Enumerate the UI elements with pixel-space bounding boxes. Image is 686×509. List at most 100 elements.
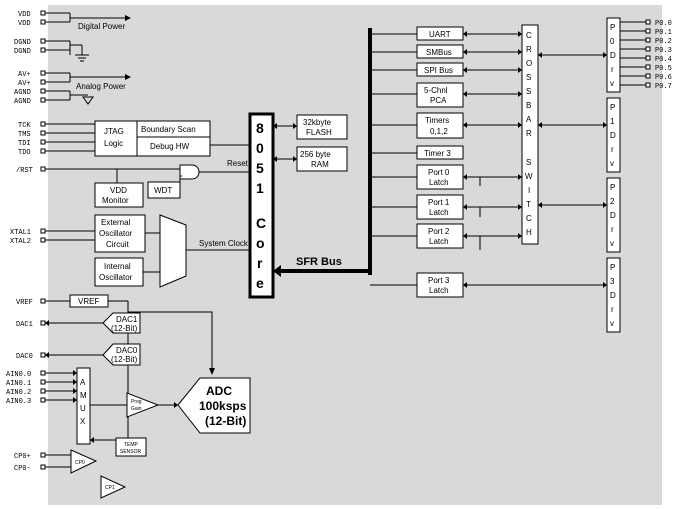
ram-label-2: RAM — [311, 160, 329, 169]
crossbar-char-8: S — [526, 158, 531, 167]
flash-label-2: FLASH — [306, 128, 332, 137]
dac1-shape — [102, 312, 141, 334]
timer3-box — [416, 145, 464, 160]
core-char-7: e — [256, 275, 264, 291]
jtag-section: TCK TMS TDI TDO JTAG Logic Boundary Scan… — [18, 120, 250, 157]
ext-osc-label-2: Oscillator — [99, 229, 133, 238]
core-char-3: 1 — [256, 180, 264, 196]
adc-block — [177, 377, 251, 434]
cp1-label: CP1 — [105, 485, 115, 491]
ext-osc-label-1: External — [101, 218, 131, 227]
p2-drv-char-0: P — [610, 183, 615, 192]
crossbar-section: C R O S S B A R S W I T C H — [521, 24, 607, 245]
p2-drv-char-2: D — [610, 211, 616, 220]
adc-label-3: (12-Bit) — [205, 414, 246, 428]
system-clock-label: System Clock — [199, 239, 249, 248]
timers-label-1: Timers — [425, 116, 449, 125]
int-osc-label-2: Oscillator — [99, 273, 133, 282]
pin-vref: VREF — [16, 299, 33, 307]
vdd-monitor-label-1: VDD — [110, 186, 127, 195]
pin-tck: TCK — [18, 122, 31, 130]
reset-label: Reset — [227, 159, 249, 168]
port3-latch-label-1: Port 3 — [428, 276, 450, 285]
debug-hw-label: Debug HW — [150, 142, 190, 151]
peripherals-section: UART SMBus SPI Bus 5-Chnl PCA Timers 0,1… — [370, 26, 607, 298]
jtag-logic-label-1: JTAG — [104, 127, 124, 136]
port1-latch-label-1: Port 1 — [428, 198, 450, 207]
flash-label-1: 32kbyte — [303, 118, 332, 127]
vref-box — [69, 294, 109, 308]
p1-drv-box — [606, 97, 621, 173]
cp0-comparator — [70, 449, 98, 474]
spi-bus-label: SPI Bus — [424, 66, 453, 75]
crossbar-char-13: H — [526, 228, 532, 237]
pin-vdd-1: VDD — [18, 11, 31, 19]
p0-drv-char-0: P — [610, 23, 615, 32]
core-char-5: o — [256, 235, 265, 251]
pin-vdd-2: VDD — [18, 20, 31, 28]
pin-dgnd-1: DGND — [14, 39, 31, 47]
core-char-4: C — [256, 215, 266, 231]
crossbar-char-7: R — [526, 129, 532, 138]
crossbar-char-6: A — [526, 115, 532, 124]
pin-rst: /RST — [16, 167, 33, 175]
p0-drv-box — [606, 17, 621, 93]
prog-gain-amp — [126, 392, 160, 418]
amux-char-2: U — [80, 404, 86, 413]
p3-drv-box — [606, 257, 621, 333]
port-drivers: P 0 D r v P 1 D r v P 2 D r v P 3 D r v … — [606, 17, 672, 333]
adc-label-2: 100ksps — [199, 399, 247, 413]
p3-drv-char-0: P — [610, 263, 615, 272]
p2-drv-char-4: v — [610, 239, 614, 248]
p1-drv-char-1: 1 — [610, 117, 615, 126]
pin-p0-0: P0.0 — [655, 20, 672, 28]
pca-label-2: PCA — [430, 96, 447, 105]
pin-p0-2: P0.2 — [655, 38, 672, 46]
crossbar-switch-box — [521, 24, 539, 245]
pin-p0-6: P0.6 — [655, 74, 672, 82]
vdd-monitor-label-2: Monitor — [102, 196, 129, 205]
crossbar-char-5: B — [526, 101, 531, 110]
pin-avplus-2: AV+ — [18, 80, 31, 88]
amux-box — [76, 367, 91, 445]
amux-char-3: X — [80, 417, 86, 426]
pin-avplus-1: AV+ — [18, 71, 31, 79]
cp0-label: CP0 — [75, 460, 85, 466]
core-char-0: 8 — [256, 120, 264, 136]
p1-drv-char-2: D — [610, 131, 616, 140]
pin-cp0-plus: CP0+ — [14, 453, 31, 461]
dac1-label-2: (12-Bit) — [111, 324, 138, 333]
boundary-scan-label: Boundary Scan — [141, 125, 196, 134]
int-osc-label-1: Internal — [104, 262, 131, 271]
crossbar-char-2: O — [526, 59, 532, 68]
core-section: 8 0 5 1 C o r e 32kbyte FLASH 256 byte R… — [248, 28, 372, 299]
crossbar-char-12: C — [526, 214, 532, 223]
chip-background — [48, 5, 662, 505]
dac1-label-1: DAC1 — [116, 315, 138, 324]
debug-hw-box — [136, 136, 211, 157]
p0-drv-char-3: r — [611, 65, 614, 74]
timers-box — [416, 112, 464, 139]
vref-box-label: VREF — [78, 297, 99, 306]
power-section: VDD VDD Digital Power DGND DGND AV+ AV+ … — [14, 10, 131, 106]
pin-ain0-3: AIN0.3 — [6, 398, 31, 406]
crossbar-char-3: S — [526, 73, 531, 82]
pca-label-1: 5-Chnl — [424, 86, 448, 95]
p1-drv-char-4: v — [610, 159, 614, 168]
crossbar-char-4: S — [526, 87, 531, 96]
smbus-label: SMBus — [426, 48, 452, 57]
pin-agnd-2: AGND — [14, 98, 31, 106]
timers-label-2: 0,1,2 — [430, 127, 448, 136]
p1-drv-char-0: P — [610, 103, 615, 112]
core-8051-box — [248, 112, 275, 299]
pin-tms: TMS — [18, 131, 31, 139]
dac0-label-2: (12-Bit) — [111, 355, 138, 364]
timer3-label: Timer 3 — [424, 149, 451, 158]
pin-dgnd-2: DGND — [14, 48, 31, 56]
crossbar-char-9: W — [525, 172, 533, 181]
port2-latch-label-1: Port 2 — [428, 227, 450, 236]
pin-p0-3: P0.3 — [655, 47, 672, 55]
pin-cp0-minus: CP0- — [14, 465, 31, 473]
vdd-monitor-box — [94, 182, 144, 208]
